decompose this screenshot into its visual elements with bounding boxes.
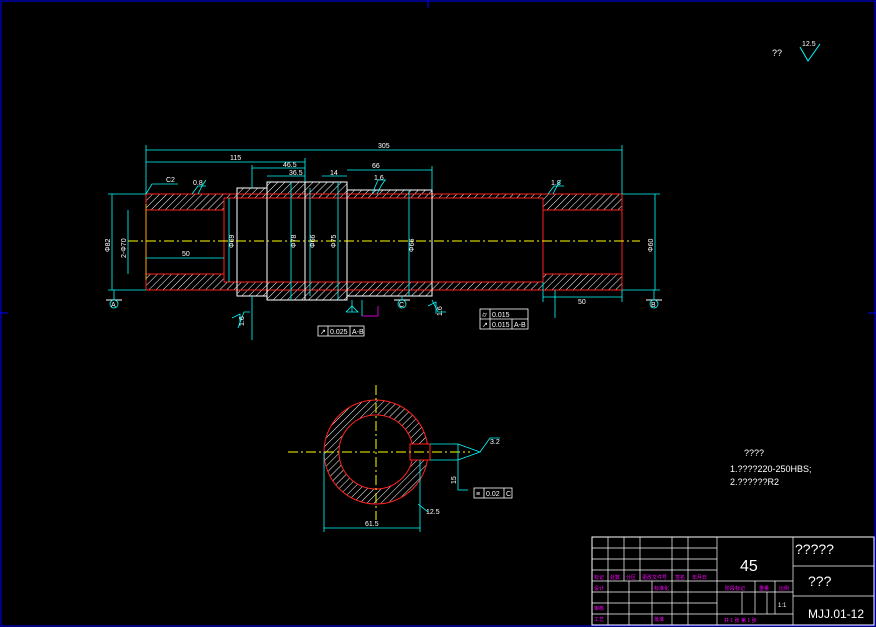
dim-chamfer: C2 bbox=[166, 177, 175, 184]
dim-left-od: Φ82 bbox=[105, 239, 112, 252]
svg-text:C: C bbox=[506, 491, 511, 498]
svg-text:重量: 重量 bbox=[759, 585, 769, 592]
dim-phi-right: Φ66 bbox=[409, 239, 416, 252]
svg-text:分区: 分区 bbox=[626, 574, 636, 581]
dim-14: 14 bbox=[330, 170, 338, 177]
title-block: 标记 处数 分区 更改文件号 签名 年月日 设计 标准化 阶段标记 重量 比例 … bbox=[591, 536, 875, 626]
roughness-section: 3.2 bbox=[490, 439, 500, 446]
svg-text:0.015: 0.015 bbox=[492, 322, 510, 329]
svg-text:阶段标记: 阶段标记 bbox=[725, 585, 745, 592]
bore-cavity bbox=[224, 198, 543, 282]
roughness-note-label: ?? bbox=[772, 48, 782, 58]
svg-text:工艺: 工艺 bbox=[594, 617, 604, 623]
roughness-section-b: 12.5 bbox=[426, 509, 440, 516]
dim-46-5: 46.5 bbox=[283, 162, 297, 169]
datum-mark-mid bbox=[345, 300, 379, 317]
svg-text:C: C bbox=[399, 302, 404, 309]
svg-text:比例: 比例 bbox=[779, 585, 789, 592]
upper-wall-hatch bbox=[146, 182, 622, 300]
left-counterbore bbox=[146, 210, 224, 274]
svg-text:审核: 审核 bbox=[594, 605, 604, 612]
svg-text:≡: ≡ bbox=[476, 491, 480, 498]
dim-keyway: 15 bbox=[451, 476, 458, 484]
svg-text:A-B: A-B bbox=[514, 322, 526, 329]
dim-phi66: Φ66 bbox=[310, 235, 317, 248]
tech-line-2: 2.??????R2 bbox=[730, 477, 779, 487]
svg-text:签名: 签名 bbox=[675, 574, 685, 581]
general-roughness-note: ?? 12.5 bbox=[772, 41, 821, 62]
svg-text:↗: ↗ bbox=[320, 329, 326, 336]
company-name: ??? bbox=[808, 573, 832, 589]
shaft-front-view bbox=[128, 181, 640, 301]
svg-text:标记: 标记 bbox=[594, 574, 604, 581]
datum-b: B bbox=[646, 299, 662, 309]
tolerance-frame-left: ↗ 0.025 A-B bbox=[317, 325, 365, 337]
dim-36-5: 36.5 bbox=[289, 170, 303, 177]
datum-markers: A C B bbox=[106, 299, 662, 317]
svg-text:↗: ↗ bbox=[482, 322, 488, 329]
svg-text:处数: 处数 bbox=[610, 574, 620, 581]
tech-title: ???? bbox=[744, 448, 764, 458]
svg-text:A-B: A-B bbox=[352, 329, 364, 336]
material: 45 bbox=[740, 558, 758, 575]
datum-c: C bbox=[394, 299, 410, 309]
tolerance-frame-section: ≡ 0.02 C bbox=[473, 487, 513, 499]
dimension-texts: 305 115 46.5 36.5 14 66 C2 50 50 Φ82 2-Φ… bbox=[105, 143, 655, 326]
dim-left-inner: 50 bbox=[182, 251, 190, 258]
tolerance-frame-right: ⌭ 0.015 ↗ 0.015 A-B bbox=[479, 308, 529, 330]
dim-overall: 305 bbox=[378, 143, 390, 150]
svg-text:0.015: 0.015 bbox=[492, 312, 510, 319]
datum-a: A bbox=[106, 299, 122, 309]
tech-line-1: 1.????220-250HBS; bbox=[730, 464, 812, 474]
scale: 1:1 bbox=[778, 603, 787, 609]
dim-phi75: Φ75 bbox=[331, 235, 338, 248]
dim-66: 66 bbox=[372, 163, 380, 170]
drawing-number: MJJ.01-12 bbox=[808, 607, 864, 621]
roughness-left: 0.8 bbox=[193, 180, 203, 187]
sheet-info: 共 1 张 第 1 张 bbox=[724, 617, 757, 624]
roughness-bottom-right: 1.6 bbox=[437, 306, 444, 316]
svg-text:更改文件号: 更改文件号 bbox=[642, 574, 667, 581]
dim-section-width: 61.5 bbox=[365, 521, 379, 528]
dim-left-id: 2-Φ70 bbox=[121, 238, 128, 258]
svg-text:B: B bbox=[651, 302, 656, 309]
svg-text:年月日: 年月日 bbox=[692, 574, 707, 581]
right-counterbore bbox=[543, 210, 622, 274]
part-name: ????? bbox=[795, 541, 834, 557]
roughness-note-value: 12.5 bbox=[802, 41, 816, 48]
svg-text:A: A bbox=[111, 302, 116, 309]
svg-text:0.025: 0.025 bbox=[330, 329, 348, 336]
dim-right-inner: 50 bbox=[578, 299, 586, 306]
svg-text:标准化: 标准化 bbox=[654, 585, 669, 592]
svg-text:0.02: 0.02 bbox=[486, 491, 500, 498]
svg-text:批准: 批准 bbox=[654, 616, 664, 623]
section-view: 61.5 15 3.2 12.5 ≡ 0.02 C bbox=[288, 385, 513, 532]
dimension-lines bbox=[108, 145, 660, 340]
dim-phi69: Φ69 bbox=[229, 235, 236, 248]
svg-text:⌭: ⌭ bbox=[482, 312, 487, 319]
dim-right-od: Φ60 bbox=[648, 239, 655, 252]
roughness-bottom-left: 1.6 bbox=[239, 316, 246, 326]
roughness-right: 1.8 bbox=[551, 180, 561, 187]
svg-text:设计: 设计 bbox=[594, 585, 604, 592]
technical-requirements: ???? 1.????220-250HBS; 2.??????R2 bbox=[730, 448, 812, 487]
dim-115: 115 bbox=[230, 155, 241, 162]
roughness-mid: 1.6 bbox=[374, 175, 384, 182]
roughness-symbols bbox=[197, 179, 562, 326]
dim-phi78: Φ78 bbox=[291, 235, 298, 248]
